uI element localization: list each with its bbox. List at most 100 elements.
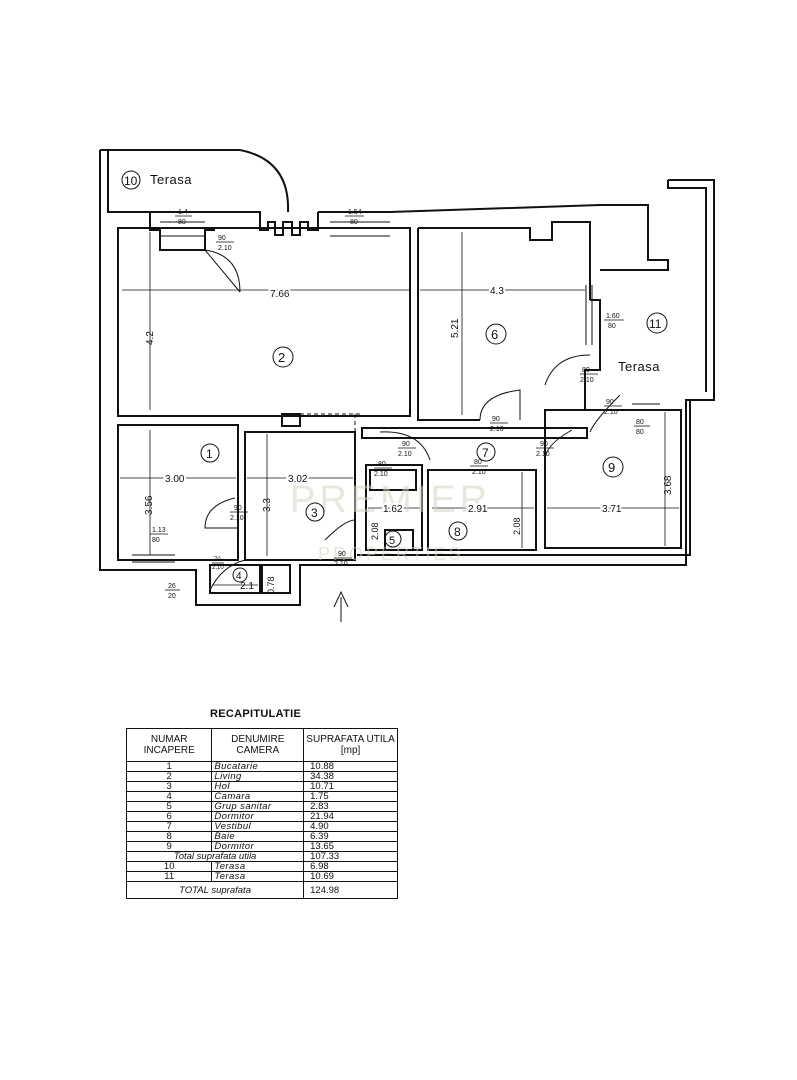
subtotal-label: Total suprafata utila xyxy=(125,851,305,862)
room-label-2: 2 xyxy=(278,350,285,365)
opening-label: 1.13 xyxy=(152,527,166,534)
opening-label: 1.54 xyxy=(348,209,362,216)
total-area: 124.98 xyxy=(303,881,398,899)
dim-7-66: 7.66 xyxy=(270,289,290,300)
watermark-line1: PREMIER xyxy=(290,479,491,521)
opening-label: 2.10 xyxy=(374,471,388,478)
room-label-3: 3 xyxy=(311,506,318,520)
room-label-4: 4 xyxy=(236,571,242,582)
dim-4-3: 4.3 xyxy=(490,286,504,297)
row-area: 10.88 xyxy=(303,761,398,772)
row-area: 6.98 xyxy=(303,861,398,872)
row-area: 2.83 xyxy=(303,801,398,812)
dim-3-68: 3.68 xyxy=(663,475,674,495)
room-label-6: 6 xyxy=(491,327,498,342)
row-num: 1 xyxy=(125,761,213,772)
header-area: SUPRAFATA UTILA [mp] xyxy=(303,728,398,762)
opening-label: 2.10 xyxy=(230,515,244,522)
dim-5-21: 5.21 xyxy=(450,318,461,338)
opening-label: 2.10 xyxy=(472,469,486,476)
dim-3-56: 3.56 xyxy=(144,495,155,515)
total-label: TOTAL suprafata xyxy=(125,881,305,899)
interior-walls xyxy=(117,221,682,594)
room-label-11: 11 xyxy=(649,317,662,331)
outer-walls xyxy=(99,149,715,606)
row-area: 1.75 xyxy=(303,791,398,802)
row-name: Camara xyxy=(211,791,305,802)
row-num: 5 xyxy=(125,801,213,812)
header-num: NUMAR INCAPERE xyxy=(125,728,213,762)
opening-label: 90 xyxy=(540,441,548,448)
opening-label: 80 xyxy=(350,219,358,226)
dim-1-62: 1.62 xyxy=(383,504,403,515)
opening-label: 2.10 xyxy=(334,561,348,568)
opening-label: 90 xyxy=(492,416,500,423)
room-label-8: 8 xyxy=(454,525,461,539)
opening-label: 2.10 xyxy=(398,451,412,458)
dim-0-78: 0.78 xyxy=(266,576,276,594)
opening-label: 90 xyxy=(338,551,346,558)
row-name: Dormitor xyxy=(211,841,305,852)
row-name: Grup sanitar xyxy=(211,801,305,812)
row-name: Bucatarie xyxy=(211,761,305,772)
watermark-line2: PROPERTIES xyxy=(318,544,464,564)
row-num: 9 xyxy=(125,841,213,852)
room-label-5: 5 xyxy=(389,535,395,547)
opening-label: 80 xyxy=(378,461,386,468)
dim-3-71: 3.71 xyxy=(602,504,622,515)
dim-2-08-b: 2.08 xyxy=(512,517,522,535)
row-name: Terasa xyxy=(211,871,305,882)
opening-label: 80 xyxy=(474,459,482,466)
opening-label: 90 xyxy=(402,441,410,448)
opening-label: 80 xyxy=(608,323,616,330)
opening-label: 90 xyxy=(218,235,226,242)
header-name: DENUMIRE CAMERA xyxy=(211,728,305,762)
opening-label: 26 xyxy=(168,583,176,590)
opening-label: 2.10 xyxy=(604,409,618,416)
row-num: 11 xyxy=(125,871,213,882)
row-name: Hol xyxy=(211,781,305,792)
opening-label: 1.60 xyxy=(606,313,620,320)
dimension-labels: 7.66 4.2 4.3 5.21 3.00 3.56 3.02 3.3 1.6… xyxy=(144,284,674,594)
row-area: 34.38 xyxy=(303,771,398,782)
opening-label: 90 xyxy=(606,399,614,406)
row-area: 21.94 xyxy=(303,811,398,822)
row-num: 10 xyxy=(125,861,213,872)
room-label-10: 10 xyxy=(124,174,138,188)
opening-label: 90 xyxy=(234,505,242,512)
opening-label: 70 xyxy=(214,557,221,563)
recap-title: RECAPITULATIE xyxy=(210,708,302,720)
row-num: 7 xyxy=(125,821,213,832)
door-swings xyxy=(204,249,621,591)
opening-label: 80 xyxy=(152,537,160,544)
recap-table: NUMAR INCAPERE DENUMIRE CAMERA SUPRAFATA… xyxy=(125,728,398,899)
opening-label: 2.10 xyxy=(218,245,232,252)
row-name: Baie xyxy=(211,831,305,842)
opening-labels: 1.4 80 1.54 80 90 2.10 1.60 80 80 2.10 9… xyxy=(150,209,650,600)
floor-plan: PREMIER PROPERTIES 10 2 6 11 1 3 7 8 5 9… xyxy=(99,149,715,622)
row-name: Terasa xyxy=(211,861,305,872)
row-area: 10.71 xyxy=(303,781,398,792)
dim-4-2: 4.2 xyxy=(145,331,156,345)
room-label-7: 7 xyxy=(482,446,489,460)
row-area: 6.39 xyxy=(303,831,398,842)
row-num: 8 xyxy=(125,831,213,842)
row-num: 3 xyxy=(125,781,213,792)
row-num: 4 xyxy=(125,791,213,802)
room-label-1: 1 xyxy=(206,447,213,461)
row-area: 10.69 xyxy=(303,871,398,882)
row-name: Vestibul xyxy=(211,821,305,832)
room-label-9: 9 xyxy=(608,460,615,475)
opening-label: 80 xyxy=(582,367,590,374)
